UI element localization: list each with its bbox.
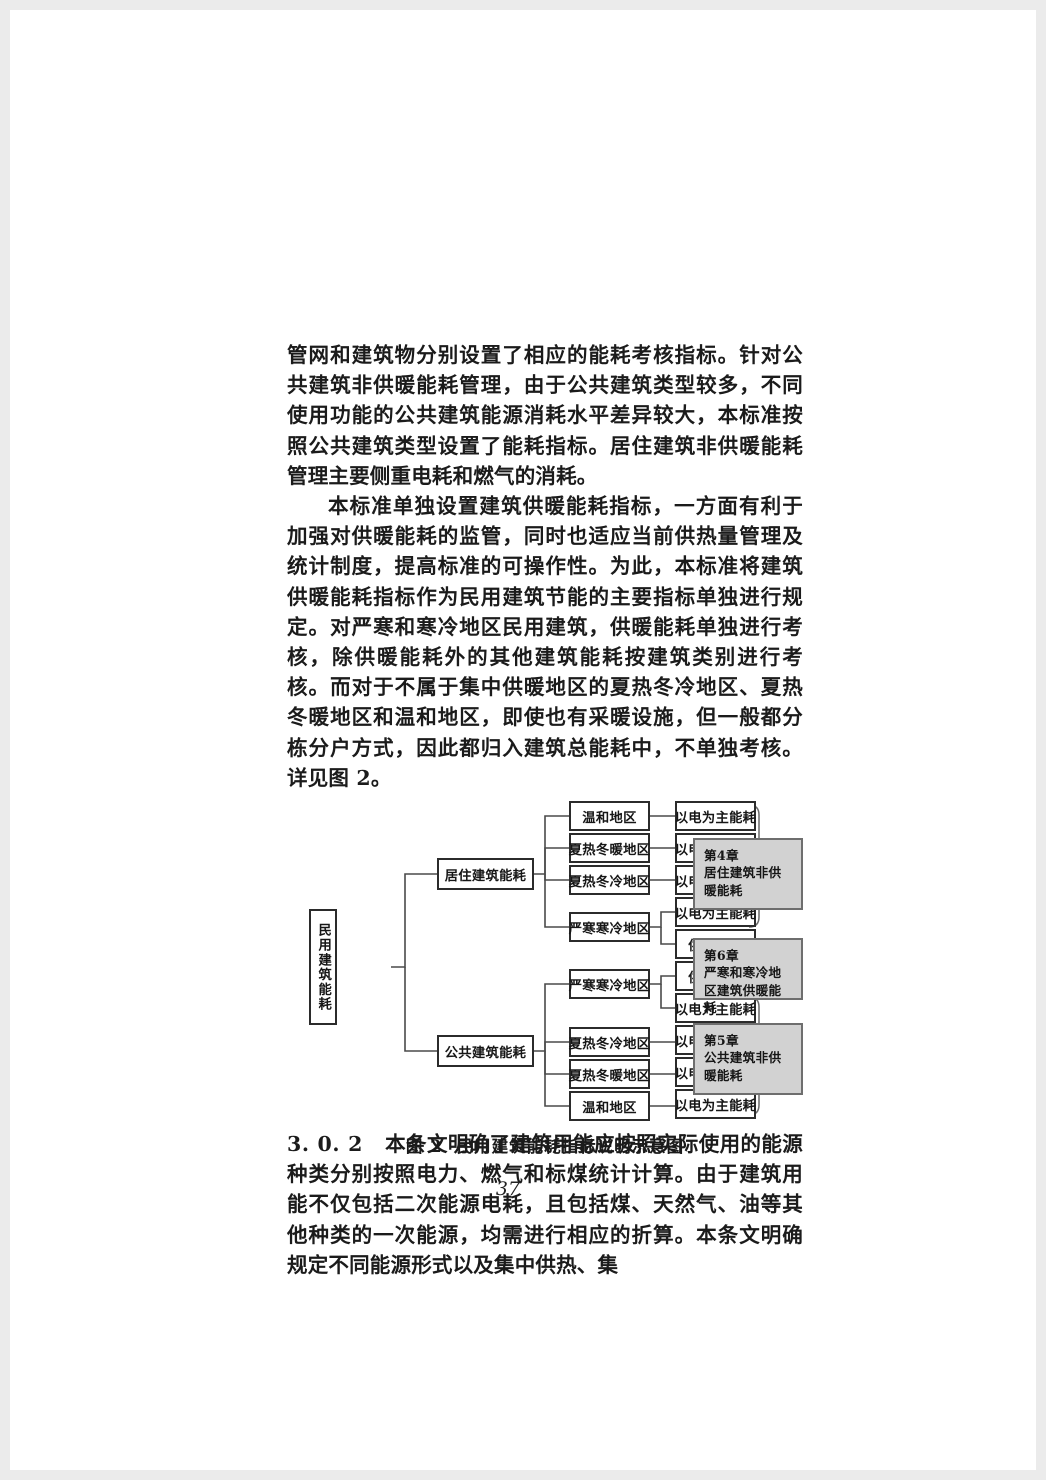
figure-node-zone-6: 夏热冬冷地区 (569, 1027, 650, 1058)
paragraph-1: 管网和建筑物分别设置了相应的能耗考核指标。针对公共建筑非供暖能耗管理，由于公共建… (287, 343, 803, 488)
figure-caption-label: 图 2 (405, 1137, 443, 1157)
chapter-6-desc: 严寒和寒冷地区建筑供暖能耗 (704, 965, 782, 1016)
chapter-5-desc: 公共建筑非供暖能耗 (704, 1050, 782, 1083)
section-number: 3. 0. 2 (287, 1132, 363, 1157)
figure-node-zone-5: 严寒寒冷地区 (569, 969, 650, 1000)
document-page: 管网和建筑物分别设置了相应的能耗考核指标。针对公共建筑非供暖能耗管理，由于公共建… (10, 10, 1036, 1470)
figure-node-zone-4: 严寒寒冷地区 (569, 912, 650, 943)
figure-caption-title: 民用建筑能耗指标说明示意图 (456, 1137, 685, 1157)
figure-chapter-box-4: 第4章 居住建筑非供暖能耗 (693, 838, 803, 911)
figure-2: 民用建筑能耗 居住建筑能耗 公共建筑能耗 温和地区 夏热冬暖地区 夏热冬冷地区 … (287, 799, 803, 1156)
figure-node-zone-8: 温和地区 (569, 1091, 650, 1122)
figure-node-root: 民用建筑能耗 (309, 909, 337, 1026)
paragraph-2: 本标准单独设置建筑供暖能耗指标，一方面有利于加强对供暖能耗的监管，同时也适应当前… (287, 494, 803, 790)
figure-chapter-box-5: 第5章 公共建筑非供暖能耗 (693, 1023, 803, 1096)
chapter-4-title: 第4章 (704, 848, 739, 864)
page-number: 37 (495, 1178, 521, 1200)
paragraph-3-text: 本条文明确了建筑用能应按照实际使用的能源种类分别按照电力、燃气和标煤统计计算。由… (287, 1132, 804, 1277)
chapter-4-desc: 居住建筑非供暖能耗 (704, 865, 782, 898)
figure-node-zone-1: 温和地区 (569, 801, 650, 832)
figure-node-leaf-1: 以电为主能耗 (675, 801, 756, 832)
figure-caption: 图 2 民用建筑能耗指标说明示意图 (287, 1133, 803, 1157)
chapter-6-title: 第6章 (704, 948, 739, 964)
figure-chapter-box-6: 第6章 严寒和寒冷地区建筑供暖能耗 (693, 938, 803, 1015)
figure-node-public: 公共建筑能耗 (437, 1035, 534, 1068)
page-content: 管网和建筑物分别设置了相应的能耗考核指标。针对公共建筑非供暖能耗管理，由于公共建… (287, 340, 803, 1280)
figure-node-zone-7: 夏热冬暖地区 (569, 1059, 650, 1090)
figure-node-zone-3: 夏热冬冷地区 (569, 865, 650, 896)
figure-node-residential: 居住建筑能耗 (437, 858, 534, 891)
chapter-5-title: 第5章 (704, 1033, 739, 1049)
figure-node-zone-2: 夏热冬暖地区 (569, 833, 650, 864)
